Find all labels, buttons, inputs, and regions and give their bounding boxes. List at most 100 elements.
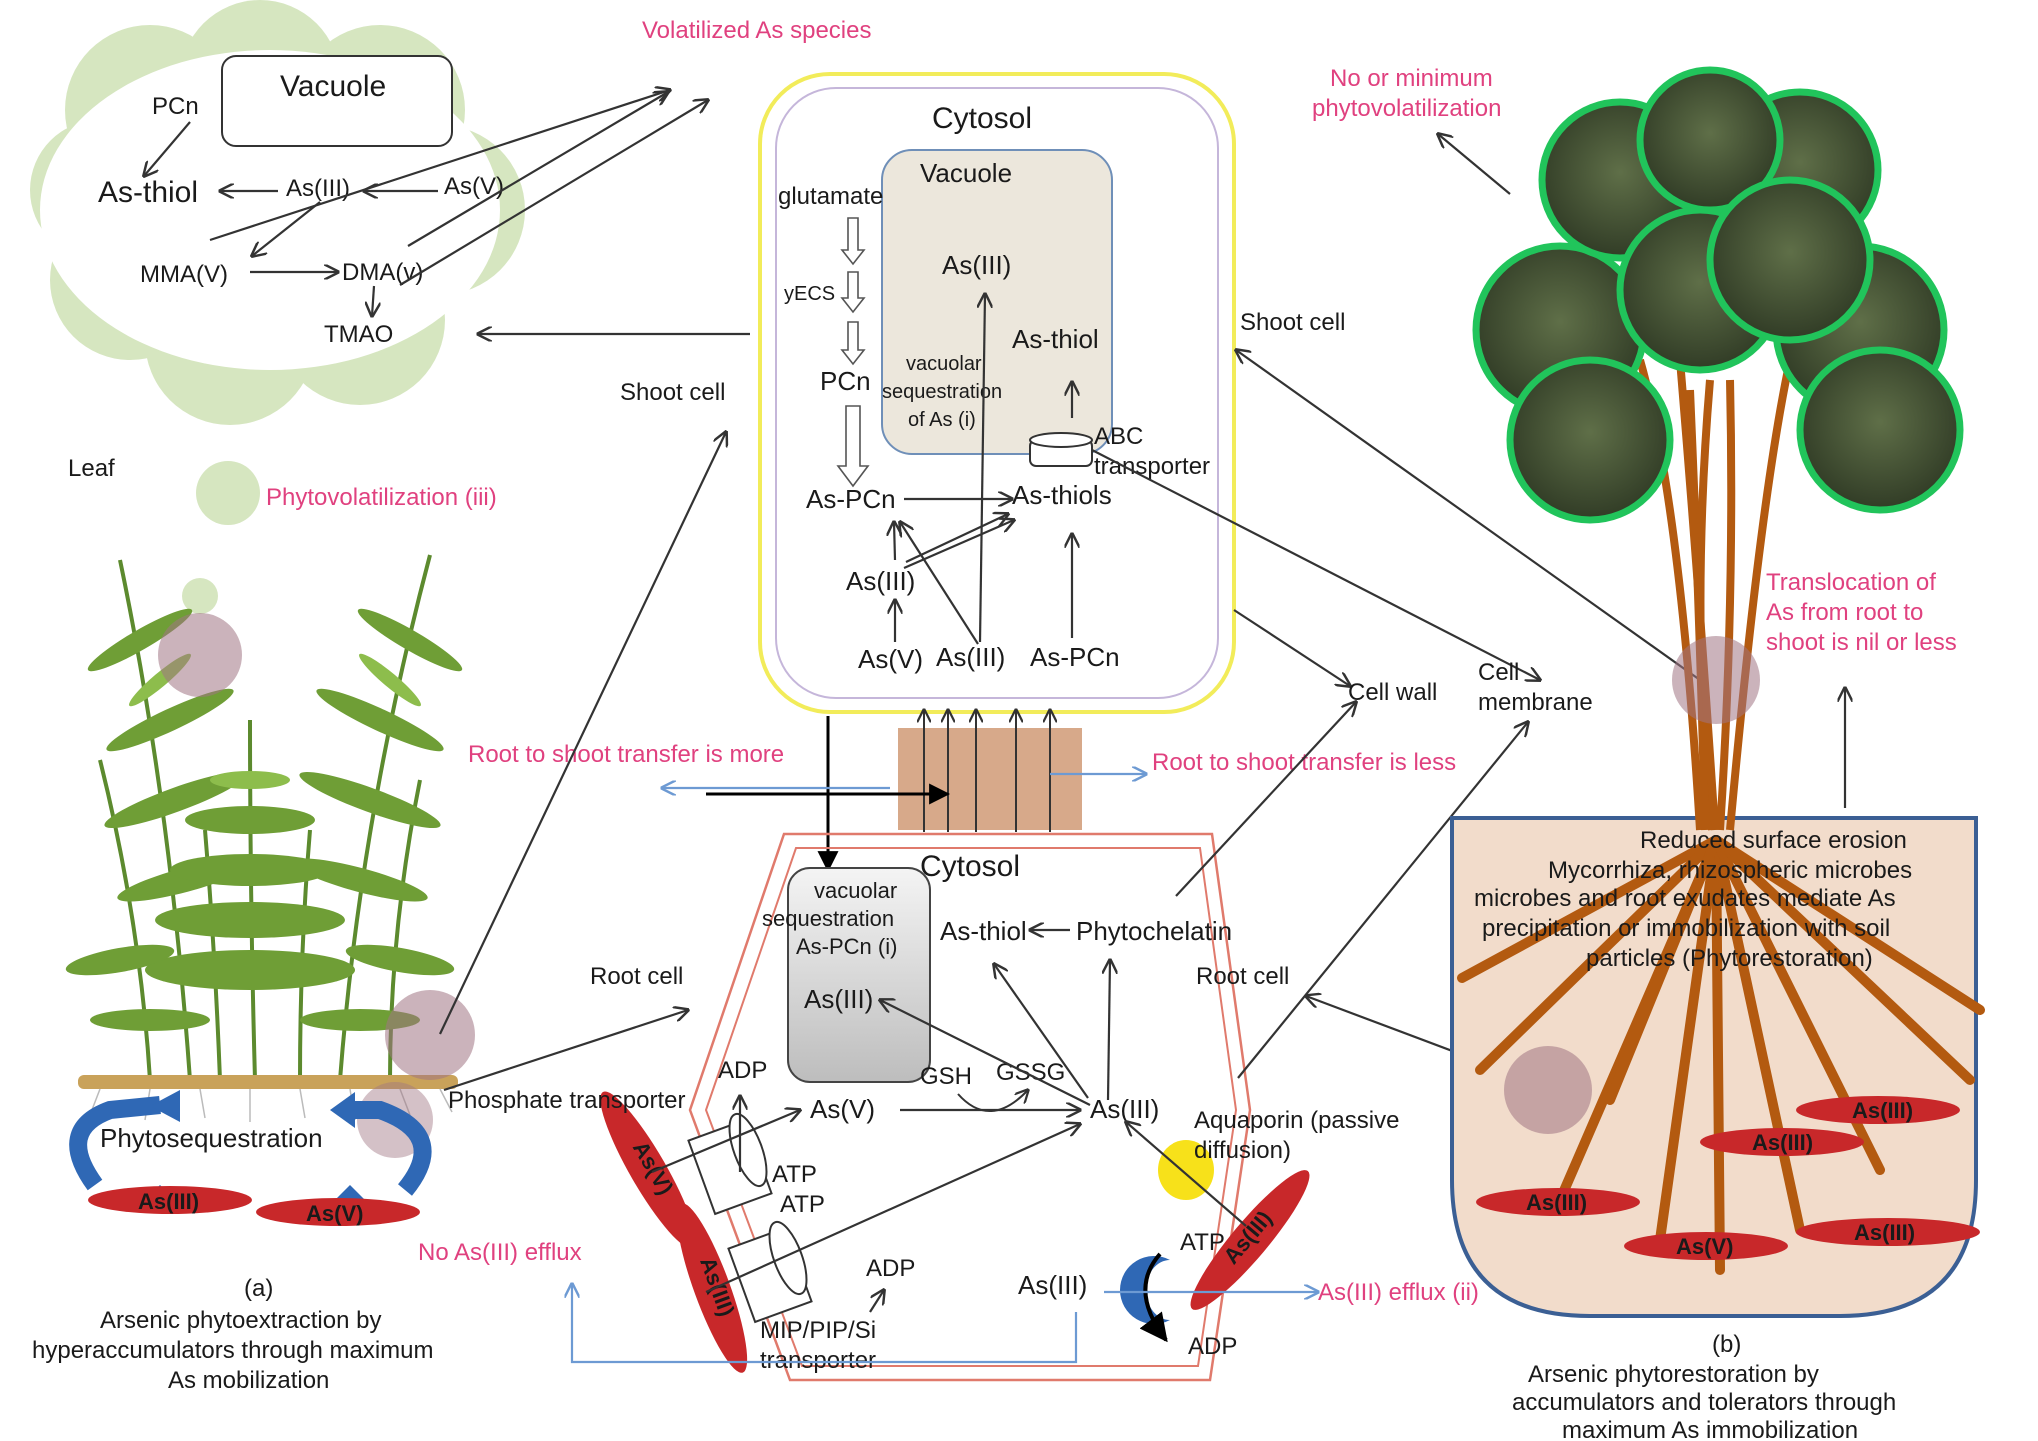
shoot-cytosol: Cytosol [932, 102, 1032, 135]
transfer-up-arrows [924, 710, 1050, 832]
tree-root-highlight [1504, 1046, 1592, 1134]
cell-wall-label: Cell wall [1348, 679, 1437, 706]
svg-text:As(III): As(III) [1526, 1190, 1587, 1215]
shoot-glutamate: glutamate [778, 183, 883, 210]
root-cell-membrane [704, 847, 1238, 1367]
root-as-v: As(V) [810, 1094, 875, 1124]
vascular-transfer-block [898, 728, 1082, 830]
bubble-large [196, 461, 260, 525]
pill-soil-1: As(III) [1796, 1096, 1960, 1124]
fern-plant [65, 554, 475, 1158]
cloud-tmao: TMAO [324, 321, 393, 348]
caption-b-line2: accumulators and tolerators through [1512, 1389, 1896, 1416]
shoot-as-iii-mid: As(III) [846, 566, 915, 596]
phosphate-transporter-icon [687, 1112, 773, 1216]
tree-crown [1472, 66, 1964, 524]
root-cell-right-label: Root cell [1196, 963, 1289, 990]
caption-b-line1: Arsenic phytorestoration by [1528, 1361, 1819, 1388]
root-adp-mid: ADP [866, 1255, 915, 1282]
root-as-iii-low: As(III) [1018, 1270, 1087, 1300]
root-adp-top: ADP [718, 1057, 767, 1084]
root-atp-1: ATP [772, 1161, 817, 1188]
root-cell-wall [688, 832, 1252, 1382]
shoot-vacuole [881, 149, 1113, 455]
fern-shoot-highlight [158, 613, 242, 697]
caption-a-line3: As mobilization [168, 1367, 329, 1394]
efflux-pump-icon [1120, 1252, 1170, 1343]
root-phytochelatin: Phytochelatin [1076, 916, 1232, 946]
root-as-iii: As(III) [1090, 1094, 1159, 1124]
shoot-vacuole-label: Vacuole [920, 158, 1012, 188]
root-cell-left-label: Root cell [590, 963, 683, 990]
pill-soil-2: As(III) [1700, 1128, 1864, 1156]
root-to-shoot-more: Root to shoot transfer is more [468, 741, 784, 768]
transfer-blue-arrows [662, 774, 1146, 788]
aquaporin-label-1: Aquaporin (passive [1194, 1107, 1399, 1134]
volatilized-label: Volatilized As species [642, 17, 871, 44]
svg-text:As(III): As(III) [1854, 1220, 1915, 1245]
root-atp-2: ATP [780, 1191, 825, 1218]
caption-b-line3: maximum As immobilization [1562, 1417, 1858, 1441]
soil-text-4: precipitation or immobilization with soi… [1482, 915, 1890, 942]
svg-text:As(V): As(V) [306, 1201, 363, 1226]
fern-root-highlight [385, 990, 475, 1080]
tree-shoot-highlight [1672, 636, 1760, 724]
root-vacuole [787, 867, 931, 1083]
root-as-iii-vac: As(III) [804, 984, 873, 1014]
caption-a-letter: (a) [244, 1275, 273, 1302]
shoot-as-pcn-bot: As-PCn [1030, 642, 1120, 672]
cloud-mma: MMA(V) [140, 261, 228, 288]
leaf-label: Leaf [68, 455, 115, 482]
bubble-small [182, 578, 218, 614]
shoot-pathway-hollow-arrows [836, 217, 870, 488]
root-cytosol: Cytosol [920, 850, 1020, 883]
cloud-vacuole-box [221, 55, 453, 147]
shoot-as-thiols: As-thiols [1012, 480, 1112, 510]
caption-a-line2: hyperaccumulators through maximum [32, 1337, 434, 1364]
cell-membrane-1: Cell [1478, 659, 1519, 686]
aquaporin-label-2: diffusion) [1194, 1137, 1291, 1164]
svg-text:As(III): As(III) [138, 1189, 199, 1214]
root-vac-seq-3: As-PCn (i) [796, 934, 897, 959]
soil-text-1: Reduced surface erosion [1640, 827, 1907, 854]
shoot-vac-seq-2: sequestration [882, 381, 1002, 403]
shoot-as-iii-bot: As(III) [936, 642, 1005, 672]
shoot-abc-1: ABC [1094, 423, 1143, 450]
shoot-abc-2: transporter [1094, 453, 1210, 480]
pill-soil-4: As(V) [1624, 1232, 1788, 1260]
volatilization-cloud [30, 0, 525, 614]
gsh-gssg-arrow [957, 1090, 1028, 1112]
cloud-pcn: PCn [152, 93, 199, 120]
efflux-label: As(III) efflux (ii) [1318, 1279, 1479, 1306]
cloud-dma: DMA(v) [342, 259, 423, 286]
shoot-as-pcn: As-PCn [806, 484, 896, 514]
svg-text:As(III): As(III) [1752, 1130, 1813, 1155]
pill-soil-5: As(III) [1796, 1218, 1980, 1246]
cloud-arrows [144, 90, 750, 334]
root-as-thiol: As-thiol [940, 916, 1027, 946]
mip-transporter-icon [727, 1220, 813, 1324]
shoot-vac-seq-1: vacuolar [906, 353, 982, 375]
shoot-as-thiol-vac: As-thiol [1012, 324, 1099, 354]
phosphate-transporter-label: Phosphate transporter [448, 1087, 685, 1114]
caption-b-letter: (b) [1712, 1331, 1741, 1358]
root-adp-low: ADP [1188, 1333, 1237, 1360]
shoot-pcn: PCn [820, 366, 871, 396]
soil-text-3: microbes and root exudates mediate As [1474, 885, 1896, 912]
pill-soil-3: As(III) [1476, 1188, 1640, 1216]
soil-text-5: particles (Phytorestoration) [1586, 945, 1873, 972]
phytosequestration-label: Phytosequestration [100, 1123, 323, 1153]
shoot-cell-membrane [775, 87, 1219, 699]
cloud-vacuole-label: Vacuole [280, 70, 386, 103]
root-vac-seq-1: vacuolar [814, 878, 897, 903]
soil-text-2: Mycorrhiza, rhizospheric microbes [1548, 857, 1912, 884]
translocation-2: As from root to [1766, 599, 1923, 626]
root-to-shoot-less: Root to shoot transfer is less [1152, 749, 1456, 776]
no-min-phyto-2: phytovolatilization [1312, 95, 1501, 122]
svg-text:As(III): As(III) [1852, 1098, 1913, 1123]
shoot-as-iii-vac: As(III) [942, 250, 1011, 280]
shoot-vac-seq-3: of As (i) [908, 409, 976, 431]
shoot-cell-left-label: Shoot cell [620, 379, 725, 406]
root-atp-3: ATP [1180, 1229, 1225, 1256]
cloud-as-thiol: As-thiol [98, 176, 198, 209]
